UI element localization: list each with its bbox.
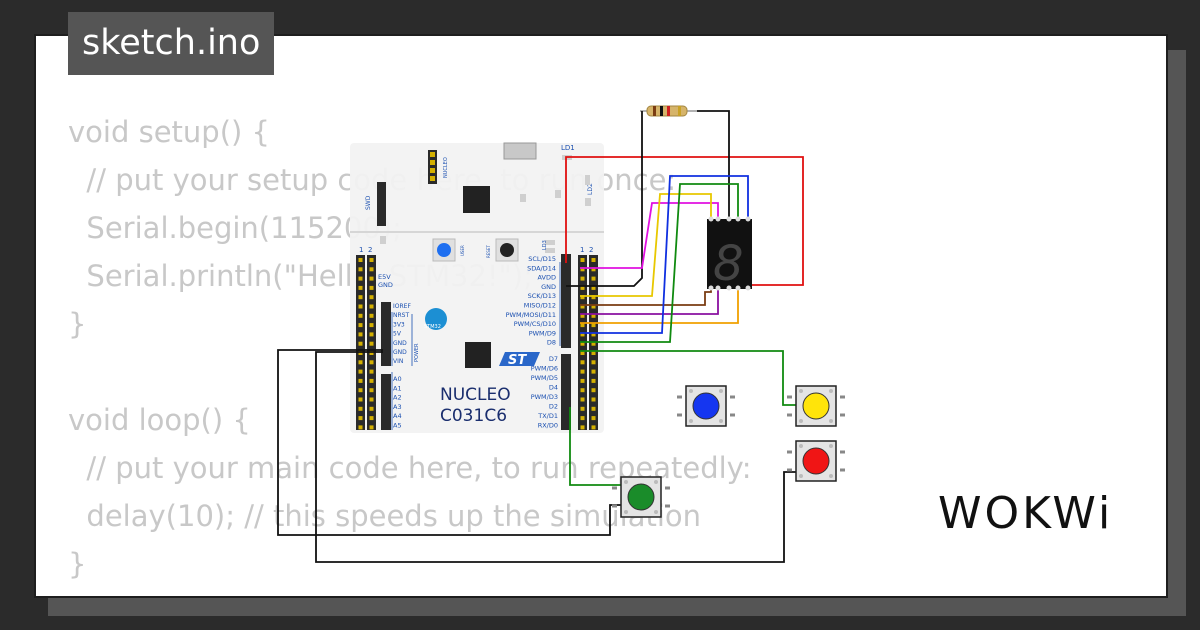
pin-label: GND: [541, 283, 556, 291]
code-preview: void setup() { // put your setup code he…: [68, 108, 752, 588]
led3-label: LD3: [542, 240, 548, 250]
code-line: }: [68, 307, 87, 341]
left-morpho-header: [356, 255, 376, 430]
svg-text:ST: ST: [508, 353, 527, 368]
pushbuttons: [612, 385, 845, 518]
led2: [585, 175, 590, 185]
swd-header: SWD: [365, 182, 386, 226]
user-button[interactable]: USER: [432, 238, 465, 262]
pushbutton-red[interactable]: [787, 440, 845, 482]
led1-label: LD1: [561, 144, 575, 152]
pin-label: IOREF: [393, 303, 411, 310]
pin-label: 5V: [393, 331, 402, 338]
pin-label: PWM/D5: [531, 374, 558, 382]
pin-label: D7: [549, 355, 558, 363]
pin-label: D4: [549, 384, 558, 392]
pin-label: GND: [393, 349, 407, 356]
pin-label: D2: [549, 403, 558, 411]
pin-label: SCK/D13: [528, 292, 556, 300]
pin-label: PWM/MOSI/D11: [506, 311, 556, 319]
pin-label: A1: [393, 384, 402, 392]
pin-label: A3: [393, 403, 402, 411]
wire-blue: [580, 175, 749, 334]
header-number-left-2: 2: [368, 246, 372, 254]
led2-label: LD2: [587, 183, 594, 195]
pin-label: AVDD: [538, 274, 557, 282]
pin-label: MISO/D12: [524, 302, 556, 310]
pin-label: PWM/D9: [529, 329, 556, 337]
stlink-chip: [463, 186, 490, 213]
pin-label: GND: [393, 340, 407, 347]
pin-label: PWM/D3: [531, 393, 558, 401]
code-line: // put your main code here, to run repea…: [68, 451, 752, 485]
pin-label: RX/D0: [538, 422, 558, 430]
display-pins-bottom: [708, 285, 751, 291]
header-number-right-1: 1: [580, 246, 584, 254]
st-logo: ST: [499, 352, 540, 368]
pin-label: A2: [393, 394, 402, 402]
pin-label: A0: [393, 375, 402, 383]
nucleo-label: NUCLEO: [443, 157, 449, 178]
stm32-logo: STM32: [424, 308, 447, 330]
code-line: }: [68, 547, 87, 581]
user-label: USER: [460, 245, 465, 256]
wire-green-btn: [569, 407, 623, 486]
pin-label: GND: [378, 281, 393, 289]
wire-black-gnd: [566, 111, 643, 287]
pin-label: E5V: [378, 273, 391, 281]
code-line: void loop() {: [68, 403, 251, 437]
pin-label: SCL/D15: [528, 255, 556, 263]
pin-label: SDA/D14: [527, 264, 556, 272]
pin-label: 3V3: [393, 321, 405, 328]
code-line: void setup() {: [68, 115, 270, 149]
wire-red: [565, 156, 804, 286]
pin-label: A4: [393, 412, 402, 420]
board-name-line2: C031C6: [440, 406, 507, 426]
display-pins-top: [708, 216, 751, 222]
stm32-chip-label: STM32: [424, 324, 441, 330]
wokwi-logo: WOKWi: [938, 488, 1114, 539]
pin-label: TX/D1: [537, 412, 558, 420]
pin-label: NRST: [393, 312, 409, 319]
nucleo-board[interactable]: SWD NUCLEO LD1 LD2 LD3 USER: [350, 142, 604, 433]
wire-magenta: [580, 202, 719, 269]
resistor[interactable]: [640, 105, 697, 117]
header-number-right-2: 2: [589, 246, 593, 254]
pin-label: D8: [547, 339, 556, 347]
filename-tab: sketch.ino: [68, 12, 275, 75]
pushbutton-green[interactable]: [612, 476, 670, 518]
pushbutton-blue[interactable]: [677, 385, 735, 427]
wire-black-loop2: [315, 351, 796, 563]
wire-purple: [580, 285, 719, 315]
pin-label: A5: [393, 422, 402, 430]
wire-orange: [580, 285, 739, 324]
pushbutton-yellow[interactable]: [787, 385, 845, 427]
board-name-line1: NUCLEO: [440, 385, 511, 405]
digital-pin-labels: SCL/D15SDA/D14AVDDGNDSCK/D13MISO/D12PWM/…: [506, 255, 558, 430]
usb-connector: [503, 142, 537, 160]
reset-label: RESET: [486, 245, 491, 258]
header-number-left-1: 1: [359, 246, 363, 254]
wire-yellow: [580, 193, 712, 297]
pin-label: PWM/CS/D10: [514, 320, 556, 328]
wire-black-resistor: [697, 110, 730, 218]
wire-green-top: [580, 183, 739, 343]
pin-label: VIN: [393, 358, 403, 365]
mcu-chip: [465, 342, 491, 368]
pin-label: PWM/D6: [531, 365, 558, 373]
wire-green-right: [580, 350, 796, 406]
power-label: POWER: [414, 343, 420, 362]
swd-label: SWD: [365, 195, 372, 210]
display-digit: 8: [713, 236, 744, 292]
code-line: Serial.begin(115200);: [68, 211, 402, 245]
seven-segment-display[interactable]: 8: [707, 216, 752, 293]
reset-button[interactable]: RESET: [486, 238, 519, 262]
nucleo-jumper: NUCLEO: [428, 150, 449, 184]
